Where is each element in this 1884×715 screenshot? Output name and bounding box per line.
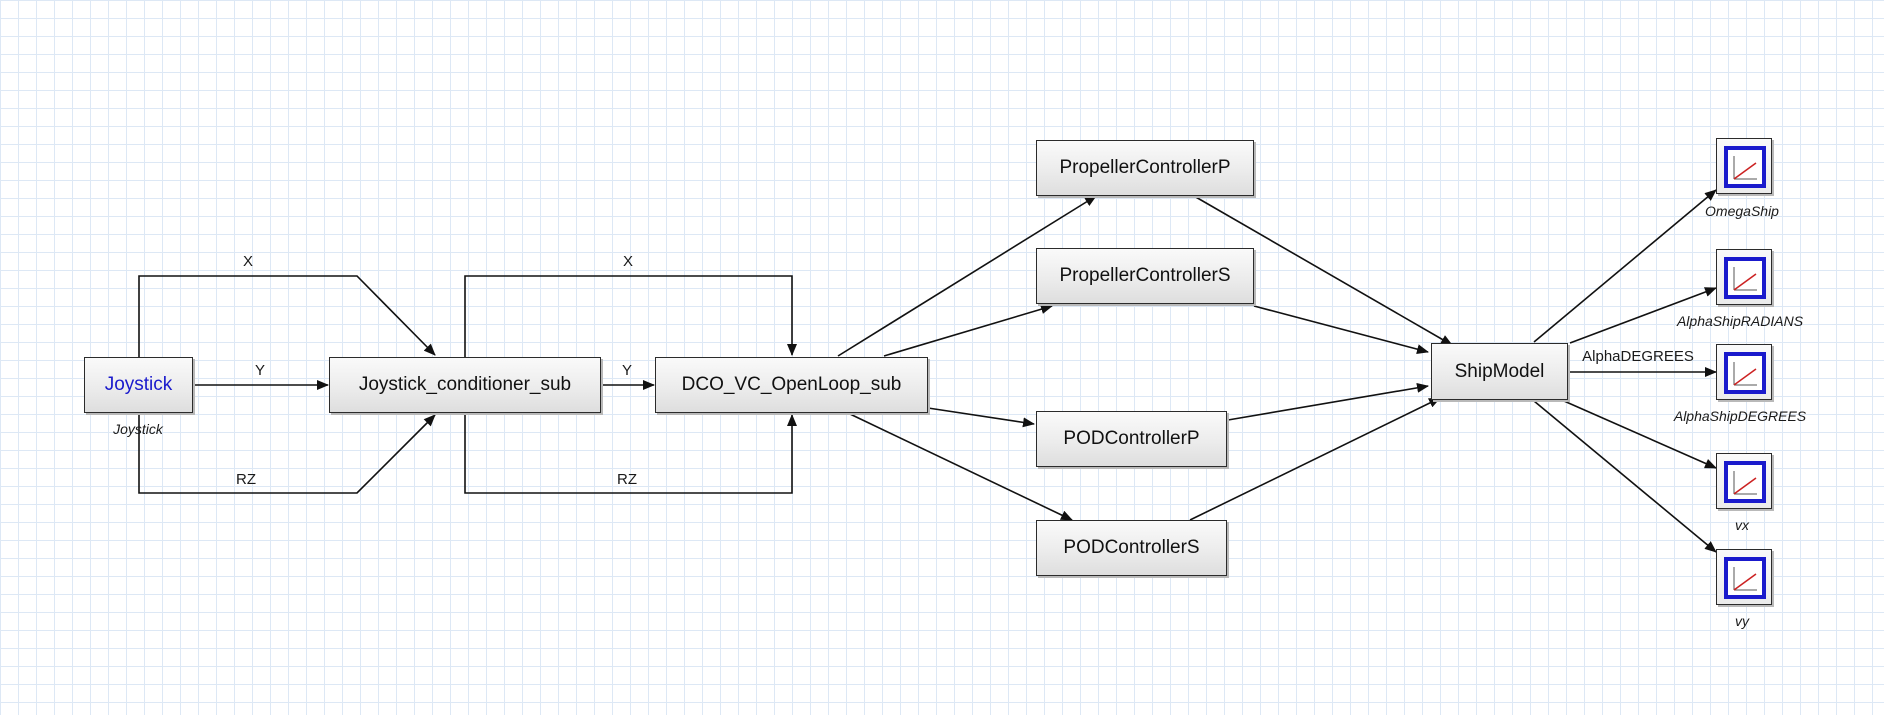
dco-vc-openloop-label: DCO_VC_OpenLoop_sub: [681, 374, 902, 395]
joystick-conditioner-block[interactable]: Joystick_conditioner_sub: [329, 357, 601, 413]
joystick-caption: Joystick: [113, 421, 163, 437]
wire-conditioner-rz[interactable]: [464, 413, 797, 494]
wire-dco-to-pod-p[interactable]: [927, 407, 1035, 428]
propeller-controller-p-block[interactable]: PropellerControllerP: [1036, 140, 1254, 196]
dco-vc-openloop-block[interactable]: DCO_VC_OpenLoop_sub: [655, 357, 928, 413]
alpha-ship-radians-scope[interactable]: [1716, 249, 1772, 305]
scope-plot-icon: [1724, 146, 1766, 188]
alpha-ship-degrees-scope[interactable]: [1716, 344, 1772, 400]
wire-ship-to-alpha-radians[interactable]: [1569, 287, 1717, 344]
propeller-controller-p-label: PropellerControllerP: [1059, 157, 1231, 178]
wire-label-x2: X: [622, 253, 634, 270]
wire-joystick-x[interactable]: [138, 275, 436, 357]
vy-scope[interactable]: [1716, 549, 1772, 605]
wire-conditioner-x[interactable]: [464, 275, 797, 357]
joystick-conditioner-label: Joystick_conditioner_sub: [358, 374, 572, 395]
scope-plot-icon: [1724, 352, 1766, 394]
wire-joystick-rz[interactable]: [138, 413, 436, 494]
wire-label-rz2: RZ: [617, 471, 637, 488]
scope-plot-icon: [1724, 461, 1766, 503]
wire-ship-to-omega[interactable]: [1533, 189, 1717, 343]
ship-model-block[interactable]: ShipModel: [1431, 343, 1568, 400]
wire-propeller-p-to-ship[interactable]: [1193, 195, 1453, 346]
wire-label-rz1: RZ: [236, 471, 256, 488]
scope-plot-icon: [1724, 557, 1766, 599]
pod-controller-p-block[interactable]: PODControllerP: [1036, 411, 1227, 467]
wire-dco-to-pod-s[interactable]: [849, 413, 1073, 521]
joystick-block[interactable]: Joystick: [84, 357, 193, 413]
scope-plot-icon: [1724, 257, 1766, 299]
wire-label-x1: X: [242, 253, 254, 270]
wire-ship-to-vx[interactable]: [1563, 400, 1717, 469]
omega-ship-scope[interactable]: [1716, 138, 1772, 194]
wire-ship-to-vy[interactable]: [1533, 400, 1717, 553]
wire-dco-to-propeller-p[interactable]: [837, 195, 1097, 357]
wire-dco-to-propeller-s[interactable]: [883, 304, 1053, 357]
propeller-controller-s-label: PropellerControllerS: [1059, 265, 1231, 286]
pod-controller-p-label: PODControllerP: [1063, 428, 1200, 449]
pod-controller-s-label: PODControllerS: [1063, 537, 1200, 558]
omega-ship-caption: OmegaShip: [1705, 203, 1779, 219]
wire-label-alpha-degrees: AlphaDEGREES: [1582, 348, 1694, 365]
vx-caption: vx: [1735, 517, 1749, 533]
wire-pod-s-to-ship[interactable]: [1189, 397, 1441, 521]
wire-pod-p-to-ship[interactable]: [1227, 382, 1429, 421]
ship-model-label: ShipModel: [1454, 360, 1545, 382]
joystick-block-label: Joystick: [104, 374, 173, 395]
propeller-controller-s-block[interactable]: PropellerControllerS: [1036, 248, 1254, 304]
alpha-ship-radians-caption: AlphaShipRADIANS: [1676, 313, 1804, 329]
pod-controller-s-block[interactable]: PODControllerS: [1036, 520, 1227, 576]
alpha-ship-degrees-caption: AlphaShipDEGREES: [1673, 408, 1807, 424]
vx-scope[interactable]: [1716, 453, 1772, 509]
wire-label-y2: Y: [621, 362, 633, 379]
wire-propeller-s-to-ship[interactable]: [1253, 305, 1429, 355]
vy-caption: vy: [1735, 613, 1749, 629]
wire-label-y1: Y: [254, 362, 266, 379]
